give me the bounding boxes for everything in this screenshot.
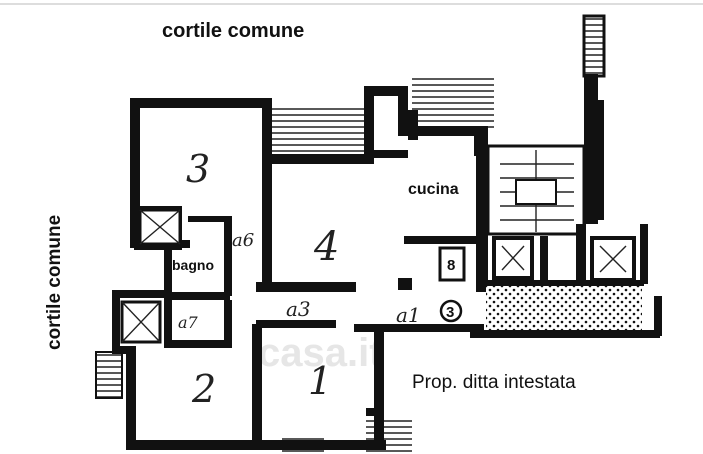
label-circled-3: 3 <box>446 304 454 321</box>
room-bathroom: bagno <box>172 257 214 273</box>
room-kitchen: cucina <box>408 181 459 198</box>
watermark: casa.it <box>258 331 383 375</box>
utility-box <box>438 246 466 282</box>
label-top-courtyard: cortile comune <box>162 20 304 42</box>
balcony-left <box>95 351 123 399</box>
label-a1: a1 <box>396 303 421 327</box>
room-2: 2 <box>191 367 216 411</box>
label-utility-8: 8 <box>447 257 455 274</box>
landing <box>486 284 642 332</box>
elevator-left <box>492 236 534 280</box>
stair-column-right <box>582 14 606 78</box>
label-a7: a7 <box>178 313 199 332</box>
label-bottom-property: Prop. ditta intestata <box>412 372 576 393</box>
balcony-top-kitchen <box>412 76 494 128</box>
balcony-top-middle <box>272 105 364 153</box>
room-3-top: 3 <box>186 147 210 191</box>
label-a3: a3 <box>286 297 311 321</box>
label-a6: a6 <box>232 230 254 251</box>
room-4: 4 <box>313 224 339 270</box>
label-left-courtyard: cortile comune <box>44 215 65 350</box>
staircase <box>486 144 586 236</box>
room-1: 1 <box>308 359 332 403</box>
